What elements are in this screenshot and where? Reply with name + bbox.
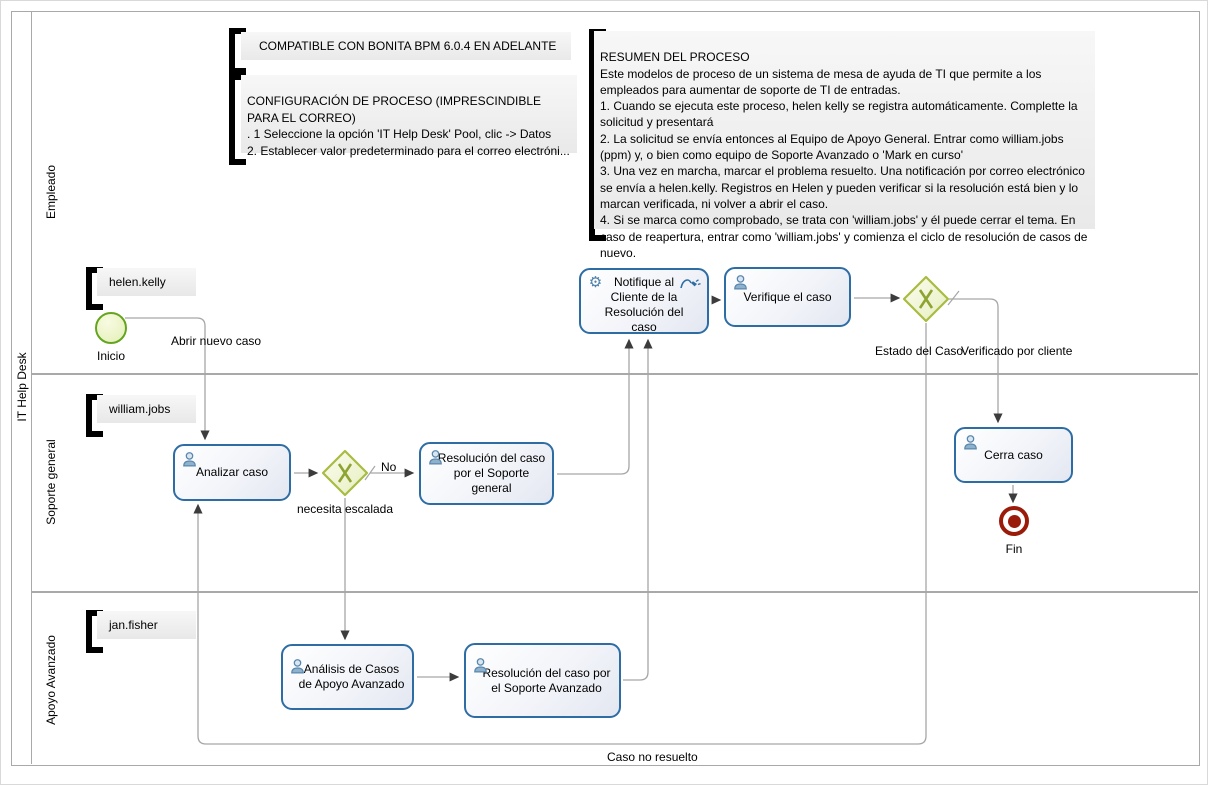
- pool-it-help-desk[interactable]: [11, 11, 1200, 766]
- annotation-config-text: CONFIGURACIÓN DE PROCESO (IMPRESCINDIBLE…: [247, 94, 570, 158]
- end-event-dot: [1007, 514, 1021, 528]
- lane-divider-2: [32, 591, 1198, 593]
- task-label: Analizar caso: [195, 465, 269, 479]
- gateway-x-icon: [918, 289, 934, 309]
- lane-label-empleado: Empleado: [44, 164, 58, 220]
- start-event[interactable]: [95, 312, 127, 344]
- service-gear-icon: ⚙: [588, 273, 603, 291]
- actor-name: helen.kelly: [109, 275, 166, 289]
- annotation-resumen-text: RESUMEN DEL PROCESO Este modelos de proc…: [600, 50, 1088, 260]
- annotation-compatible[interactable]: COMPATIBLE CON BONITA BPM 6.0.4 EN ADELA…: [241, 32, 571, 60]
- task-notifique-cliente[interactable]: ⚙ Notifique al Cliente de la Resolución …: [579, 268, 709, 334]
- annotation-compatible-text: COMPATIBLE CON BONITA BPM 6.0.4 EN ADELA…: [259, 38, 557, 53]
- user-icon: [472, 657, 489, 674]
- annotation-bracket: [86, 610, 103, 653]
- lane-divider-1: [32, 373, 1198, 375]
- gateway-label: necesita escalada: [296, 502, 394, 516]
- flow-label-abrir-nuevo-caso: Abrir nuevo caso: [171, 334, 262, 348]
- task-analizar-caso[interactable]: Analizar caso: [173, 444, 291, 501]
- annotation-bracket: [86, 267, 103, 310]
- annotation-resumen[interactable]: RESUMEN DEL PROCESO Este modelos de proc…: [594, 31, 1095, 260]
- user-icon: [289, 658, 306, 675]
- annotation-actor-william[interactable]: william.jobs: [97, 395, 196, 423]
- task-label: Verifique el caso: [743, 289, 832, 304]
- task-label: Cerra caso: [984, 447, 1043, 462]
- user-icon: [962, 434, 979, 451]
- annotation-actor-helen[interactable]: helen.kelly: [97, 268, 196, 296]
- flow-label-verificado-por-cliente: Verificado por cliente: [961, 344, 1073, 358]
- task-label: Resolución del caso por el Soporte Avanz…: [482, 665, 611, 695]
- gateway-estado-del-caso[interactable]: [902, 275, 950, 323]
- task-analisis-apoyo-avanzado[interactable]: Análisis de Casos de Apoyo Avanzado: [281, 644, 414, 710]
- annotation-bracket: [229, 28, 246, 74]
- user-icon: [181, 451, 198, 468]
- task-resolucion-soporte-general[interactable]: Resolución del caso por el Soporte gener…: [419, 442, 554, 505]
- task-label: Notifique al Cliente de la Resolución de…: [604, 275, 684, 334]
- start-event-label: Inicio: [96, 349, 125, 363]
- actor-name: william.jobs: [109, 402, 171, 416]
- task-verifique-caso[interactable]: Verifique el caso: [724, 267, 851, 327]
- annotation-bracket: [229, 74, 246, 165]
- user-icon: [732, 274, 749, 291]
- annotation-config[interactable]: CONFIGURACIÓN DE PROCESO (IMPRESCINDIBLE…: [241, 75, 577, 158]
- annotation-bracket: [86, 394, 103, 437]
- gateway-label: Estado del Caso: [875, 344, 964, 358]
- lane-label-apoyo-avanzado: Apoyo Avanzado: [44, 635, 58, 725]
- gateway-necesita-escalada[interactable]: [321, 449, 369, 497]
- flow-label-caso-no-resuelto: Caso no resuelto: [607, 750, 698, 764]
- task-label: Resolución del caso por el Soporte gener…: [437, 451, 546, 495]
- end-event-label: Fin: [1005, 542, 1023, 556]
- pool-label-divider: [31, 11, 32, 764]
- lane-label-soporte-general: Soporte general: [44, 439, 58, 525]
- task-cerrar-caso[interactable]: Cerra caso: [954, 427, 1073, 483]
- task-label: Análisis de Casos de Apoyo Avanzado: [298, 662, 405, 691]
- pool-label: IT Help Desk: [15, 352, 29, 422]
- task-resolucion-soporte-avanzado[interactable]: Resolución del caso por el Soporte Avanz…: [464, 643, 621, 718]
- flow-label-no: No: [381, 460, 397, 474]
- connector-plug-icon: [680, 275, 702, 290]
- user-icon: [427, 449, 444, 466]
- actor-name: jan.fisher: [109, 618, 158, 632]
- gateway-x-icon: [337, 463, 353, 483]
- end-event[interactable]: [999, 506, 1029, 536]
- annotation-actor-jan[interactable]: jan.fisher: [97, 611, 196, 639]
